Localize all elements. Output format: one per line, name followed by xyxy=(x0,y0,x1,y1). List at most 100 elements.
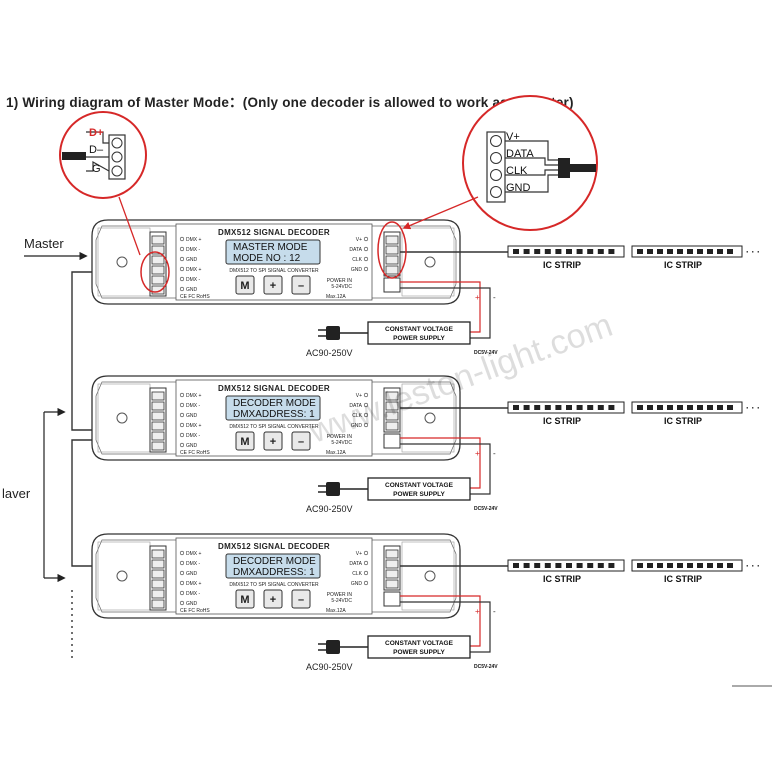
left-pin-label: GND xyxy=(186,443,198,449)
master-label: Master xyxy=(24,236,64,251)
panel-button-up[interactable] xyxy=(263,431,283,451)
led-chip xyxy=(534,563,541,568)
end-plate-right xyxy=(401,541,455,611)
panel-button-mode[interactable] xyxy=(235,431,255,451)
led-chip xyxy=(576,249,583,254)
dmx-terminal-pin xyxy=(151,275,165,285)
pin-indicator xyxy=(363,402,369,408)
dmx-terminal-pin xyxy=(151,411,165,421)
right-pin-label: DATA xyxy=(349,561,362,567)
panel-button-down[interactable] xyxy=(291,431,311,451)
left-pin-label: DMX - xyxy=(186,247,201,253)
left-pin-label: DMX + xyxy=(186,551,202,557)
decoder-title: DMX512 SIGNAL DECODER xyxy=(218,542,330,551)
psu-dc-rating: DC5V-24V xyxy=(474,350,498,356)
led-chip xyxy=(707,563,713,568)
mounting-hole-left xyxy=(116,256,128,268)
pin-indicator xyxy=(179,432,185,438)
pin-indicator xyxy=(179,246,185,252)
lcd-line-1: MASTER MODE xyxy=(233,242,308,253)
output-terminal-pin xyxy=(385,401,399,411)
led-chip xyxy=(687,563,693,568)
pin-indicator xyxy=(179,402,185,408)
led-chip xyxy=(597,249,604,254)
power-wire-positive xyxy=(400,437,481,489)
pin-indicator xyxy=(179,412,185,418)
right-pin-label: V+ xyxy=(356,237,362,243)
output-terminal-pin xyxy=(385,421,399,431)
zoom-label-v-plus: V+ xyxy=(506,131,520,143)
ac-plug-body xyxy=(326,640,340,654)
max-current: Max.12A xyxy=(326,294,346,300)
decoder-inner-outline xyxy=(95,381,457,455)
left-pin-label: DMX - xyxy=(186,403,201,409)
panel-button-up[interactable] xyxy=(263,275,283,295)
lcd-display xyxy=(225,553,321,579)
led-chip xyxy=(647,249,653,254)
pin-indicator xyxy=(179,392,185,398)
panel-button-down[interactable] xyxy=(291,589,311,609)
led-chip xyxy=(667,563,673,568)
left-pin-label: DMX - xyxy=(186,561,201,567)
pin-indicator xyxy=(179,442,185,448)
decoder-inner-outline xyxy=(95,225,457,299)
psu-plus-label: + xyxy=(475,607,480,616)
panel-button-label: M xyxy=(240,436,249,448)
left-pin-label: DMX + xyxy=(186,581,202,587)
pin-indicator xyxy=(363,412,369,418)
ac-voltage-label: AC90-250V xyxy=(306,662,353,672)
led-chip xyxy=(727,249,733,254)
psu-minus-label: - xyxy=(493,607,496,616)
led-chip xyxy=(657,249,663,254)
zoom-label-d-plus: D+ xyxy=(89,127,103,139)
lcd-line-1: DECODER MODE xyxy=(233,556,316,567)
led-chip xyxy=(555,563,562,568)
panel-button-label: – xyxy=(298,436,304,448)
led-chip xyxy=(587,249,594,254)
output-terminal-pin xyxy=(385,579,399,589)
pin-indicator xyxy=(179,236,185,242)
mounting-hole-right xyxy=(424,412,436,424)
decoder-subtitle: DMX512 TO SPI SIGNAL CONVERTER xyxy=(229,424,319,430)
power-terminal-block xyxy=(383,277,401,293)
led-chip xyxy=(647,405,653,410)
panel-button-label: + xyxy=(270,436,276,448)
left-pin-label: DMX - xyxy=(186,591,201,597)
dmx-terminal-pin xyxy=(151,285,165,295)
power-in-label: POWER IN xyxy=(327,278,353,284)
led-chip xyxy=(566,249,572,254)
power-in-label: POWER IN xyxy=(327,592,353,598)
output-terminal-pin xyxy=(385,265,399,275)
panel-button-mode[interactable] xyxy=(235,589,255,609)
panel-button-mode[interactable] xyxy=(235,275,255,295)
power-terminal-block xyxy=(383,591,401,607)
pin-indicator xyxy=(179,276,185,282)
led-chip xyxy=(523,563,530,568)
psu-minus-label: - xyxy=(493,449,496,458)
panel-button-down[interactable] xyxy=(291,275,311,295)
voltage-label: 5-24VDC xyxy=(331,598,352,604)
output-terminal-pin xyxy=(385,549,399,559)
led-chip xyxy=(677,405,683,410)
panel-button-up[interactable] xyxy=(263,589,283,609)
zoom-label-clk: CLK xyxy=(506,165,528,177)
pin-indicator xyxy=(179,600,185,606)
decoder-subtitle: DMX512 TO SPI SIGNAL CONVERTER xyxy=(229,268,319,274)
panel-button-label: + xyxy=(270,594,276,606)
pin-indicator xyxy=(179,560,185,566)
strip-continuation-ellipsis: · · · xyxy=(746,247,760,257)
panel-button-label: – xyxy=(298,280,304,292)
dmx-terminal-pin xyxy=(151,431,165,441)
right-pin-label: CLK xyxy=(352,413,362,419)
psu-plus-label: + xyxy=(475,293,480,302)
led-chip xyxy=(657,405,663,410)
ac-plug-body xyxy=(326,482,340,496)
left-pin-label: DMX + xyxy=(186,267,202,273)
pin-indicator xyxy=(179,570,185,576)
power-wire-negative xyxy=(400,287,491,339)
ic-strip-label: IC STRIP xyxy=(543,574,581,584)
right-pin-label: V+ xyxy=(356,393,362,399)
right-pin-label: GND xyxy=(351,267,363,273)
